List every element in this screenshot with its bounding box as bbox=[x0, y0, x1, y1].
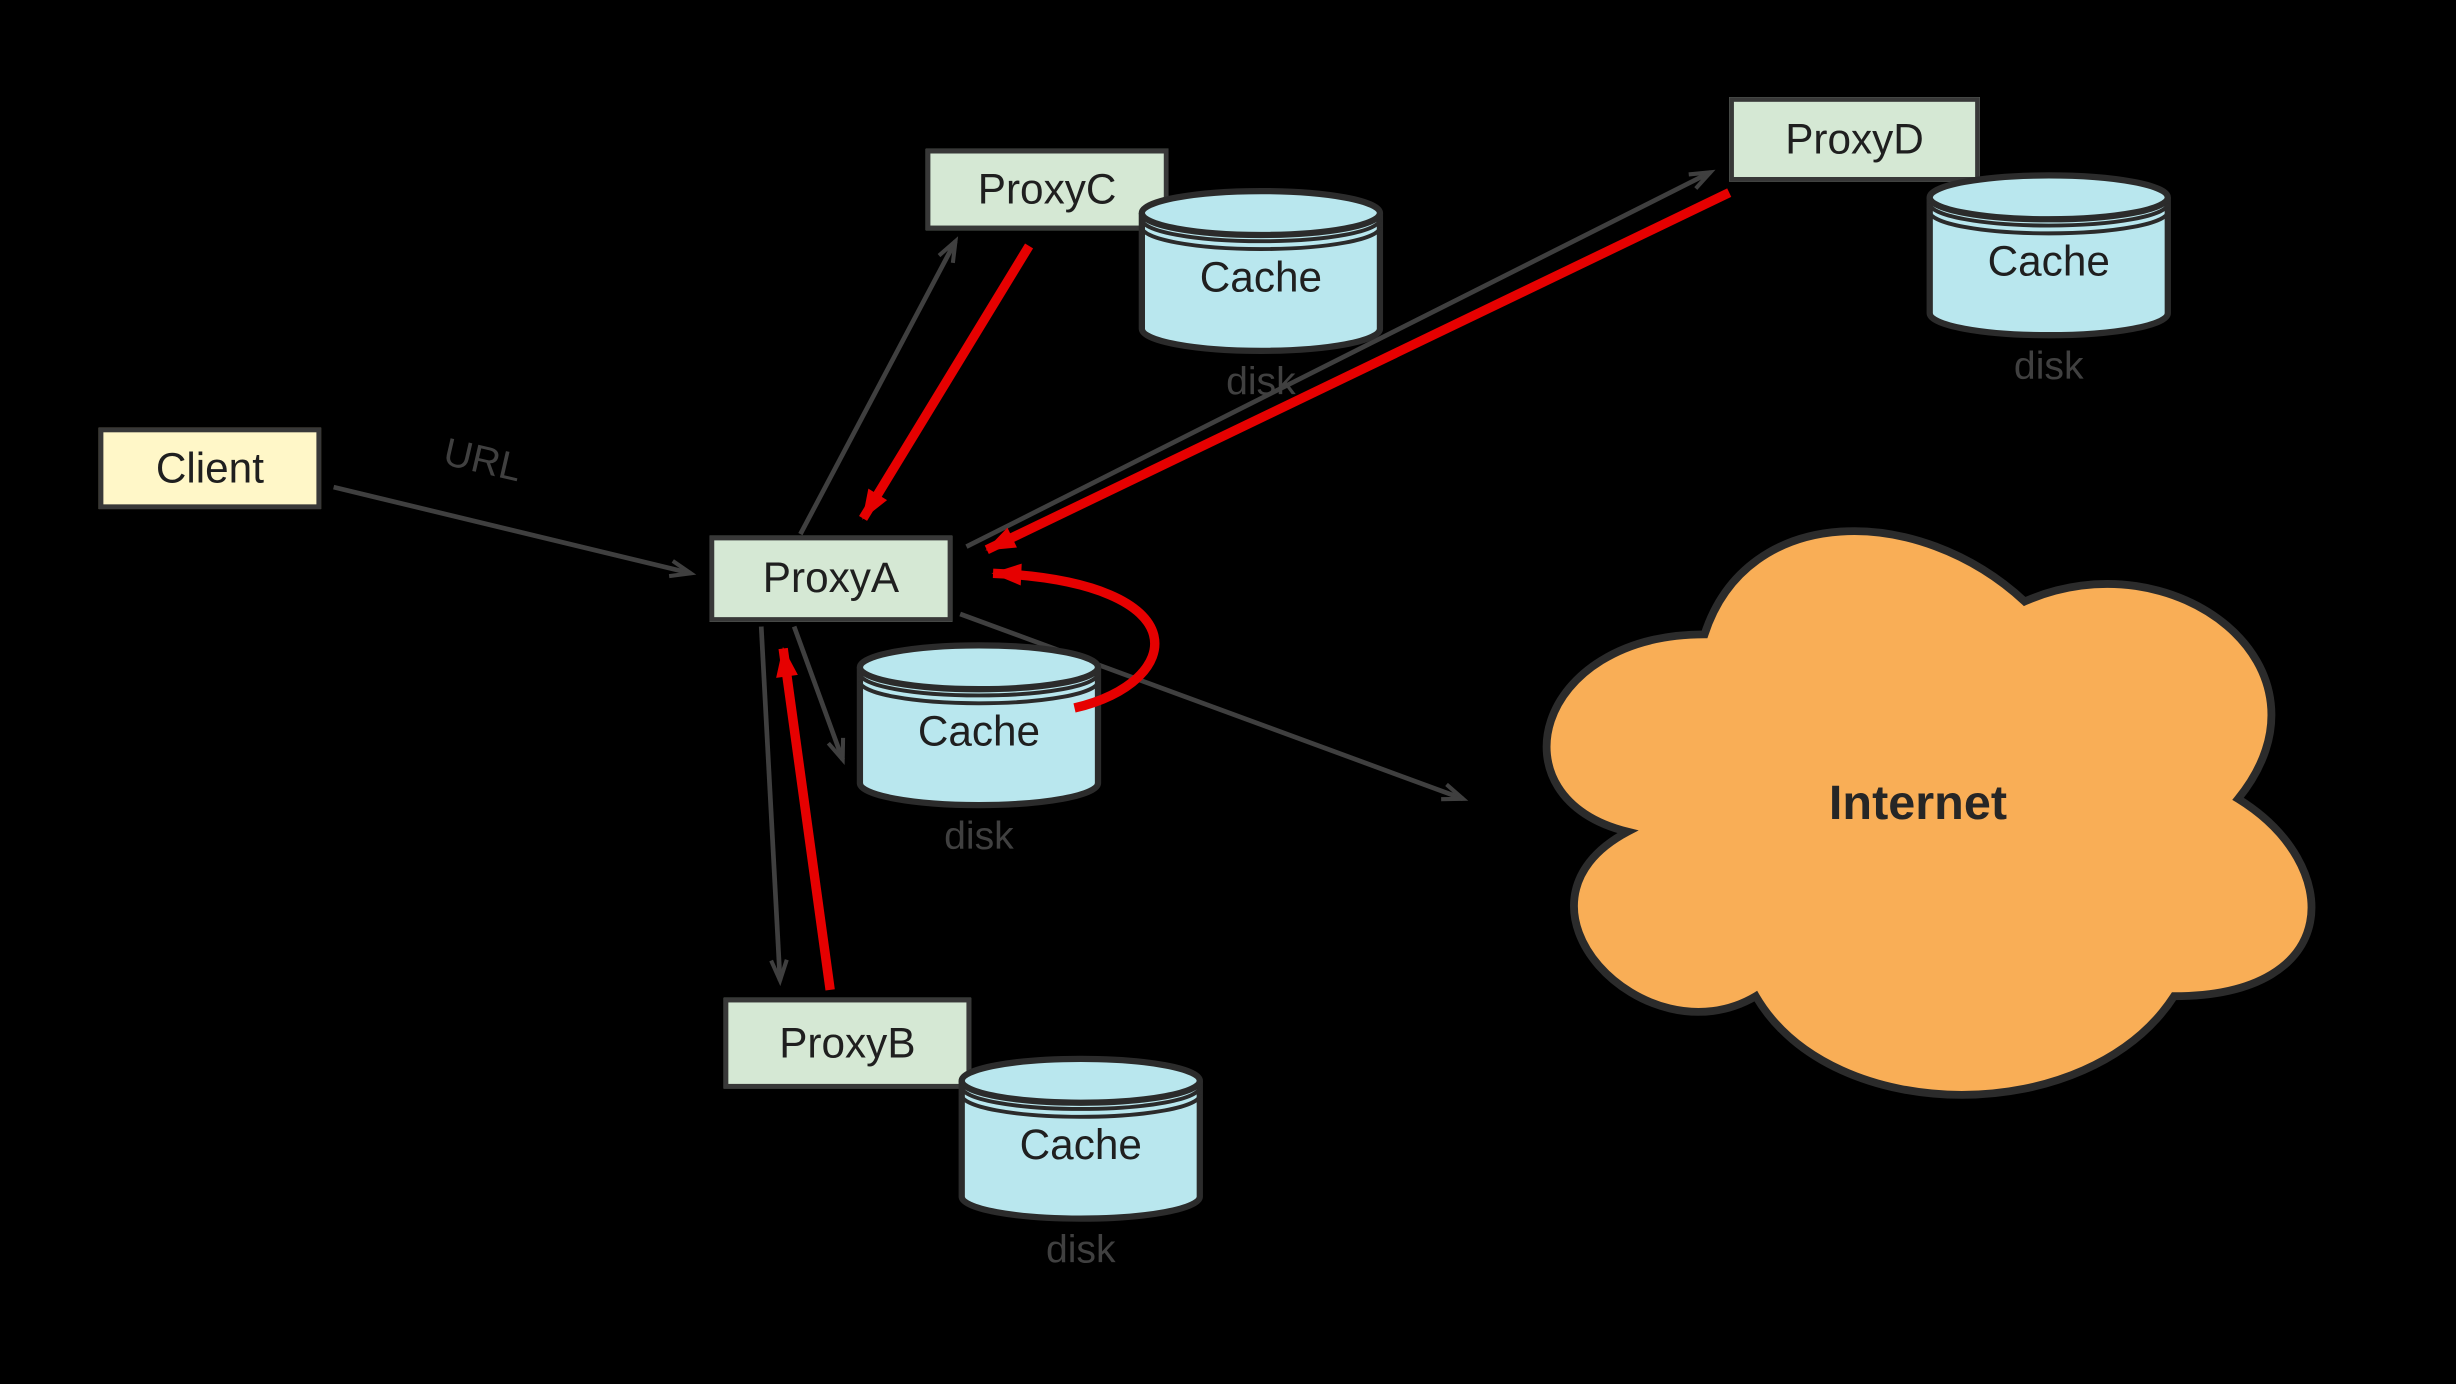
node-client[interactable]: Client bbox=[98, 427, 322, 510]
edge-proxyc-to-proxya-red bbox=[859, 243, 1034, 521]
node-proxya[interactable]: ProxyA bbox=[709, 535, 953, 622]
edge-label-url: URL bbox=[439, 430, 526, 491]
edge-proxyb-to-proxya-red bbox=[776, 646, 835, 991]
cache-proxyd[interactable]: Cache disk bbox=[1923, 169, 2174, 388]
node-proxyb-label: ProxyB bbox=[779, 1018, 916, 1066]
edge-proxya-to-proxyc bbox=[798, 236, 959, 536]
cache-cylinder-icon bbox=[1926, 172, 2171, 339]
cache-proxyc[interactable]: Cache disk bbox=[1136, 185, 1387, 404]
cache-proxyb[interactable]: Cache disk bbox=[955, 1053, 1206, 1272]
node-internet[interactable]: Internet bbox=[1491, 470, 2345, 1128]
node-internet-label: Internet bbox=[1828, 775, 2008, 831]
cache-proxya[interactable]: Cache disk bbox=[854, 639, 1105, 858]
cache-label: Cache bbox=[1987, 238, 2110, 286]
cache-label: Cache bbox=[1019, 1121, 1142, 1169]
node-proxyc[interactable]: ProxyC bbox=[925, 148, 1169, 231]
node-proxyb[interactable]: ProxyB bbox=[723, 997, 972, 1089]
disk-label: disk bbox=[1045, 1228, 1116, 1272]
disk-label: disk bbox=[2013, 344, 2084, 389]
node-proxyc-label: ProxyC bbox=[977, 165, 1117, 213]
node-proxyd[interactable]: ProxyD bbox=[1729, 97, 1980, 182]
node-proxya-label: ProxyA bbox=[762, 554, 900, 602]
disk-label: disk bbox=[944, 814, 1014, 859]
edge-client-to-proxya bbox=[333, 484, 697, 579]
disk-label: disk bbox=[1226, 360, 1296, 405]
edge-proxya-to-proxyb bbox=[758, 626, 789, 987]
edge-proxya-to-cache bbox=[791, 625, 846, 765]
cache-label: Cache bbox=[917, 707, 1041, 755]
node-proxyd-label: ProxyD bbox=[1785, 115, 1924, 163]
node-client-label: Client bbox=[155, 444, 264, 492]
cache-label: Cache bbox=[1199, 253, 1323, 301]
cache-cylinder-icon bbox=[958, 1055, 1203, 1222]
cloud-icon bbox=[1542, 527, 2316, 1099]
